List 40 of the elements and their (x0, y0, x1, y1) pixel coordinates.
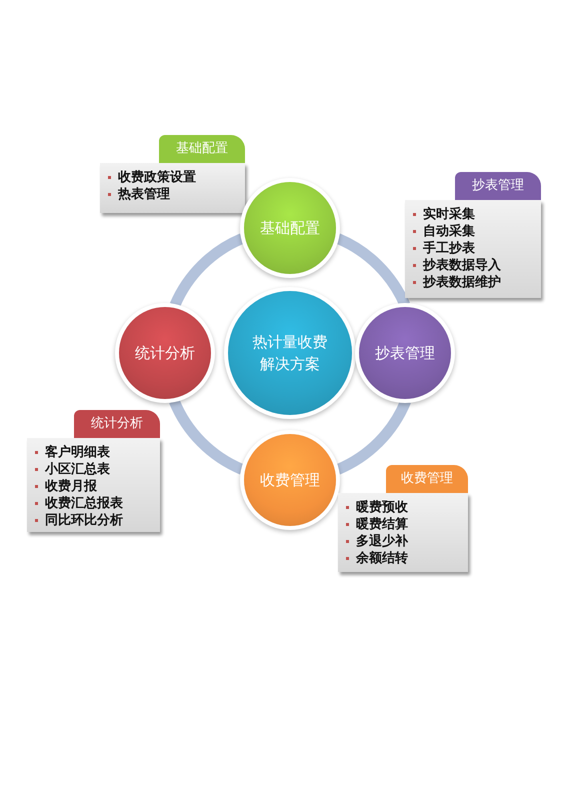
circle-node (119, 307, 211, 399)
list-item: 暖费预收 (346, 499, 462, 516)
list-panel (27, 438, 160, 532)
list-item: 收费月报 (35, 478, 154, 495)
ring-arc (170, 234, 244, 308)
list-panel (338, 493, 468, 572)
list-item: 手工抄表 (413, 240, 535, 257)
list-item: 暖费结算 (346, 516, 462, 533)
circle-node (228, 291, 352, 415)
list-panel (100, 163, 245, 213)
tab-heading: 抄表管理 (472, 178, 524, 193)
list-item: 小区汇总表 (35, 461, 154, 478)
circle-node (244, 182, 336, 274)
node-label: 抄表管理 (374, 342, 436, 364)
tab-heading: 统计分析 (91, 416, 143, 431)
node-label: 基础配置 (259, 218, 321, 239)
heading-tab (386, 465, 468, 493)
list-item: 热表管理 (108, 186, 239, 203)
list-item: 自动采集 (413, 223, 535, 240)
circle-node (359, 307, 451, 399)
heading-tab (159, 135, 245, 163)
list-item: 同比环比分析 (35, 512, 154, 529)
list-item: 收费汇总报表 (35, 495, 154, 512)
tab-heading: 收费管理 (401, 471, 453, 486)
node-label: 热计量收费解决方案 (252, 332, 328, 375)
node-label: 统计分析 (134, 342, 196, 364)
heading-tab (455, 172, 541, 200)
circle-node (244, 434, 336, 526)
heading-tab (74, 410, 160, 438)
list-item: 客户明细表 (35, 444, 154, 461)
list-item: 实时采集 (413, 206, 535, 223)
list-item: 多退少补 (346, 533, 462, 550)
list-item: 收费政策设置 (108, 169, 239, 186)
tab-heading: 基础配置 (176, 141, 228, 156)
list-item: 抄表数据维护 (413, 274, 535, 291)
list-panel (405, 200, 541, 298)
list-item: 余额结转 (346, 550, 462, 567)
list-item: 抄表数据导入 (413, 257, 535, 274)
node-label: 收费管理 (259, 470, 321, 491)
ring-arc (169, 398, 244, 474)
